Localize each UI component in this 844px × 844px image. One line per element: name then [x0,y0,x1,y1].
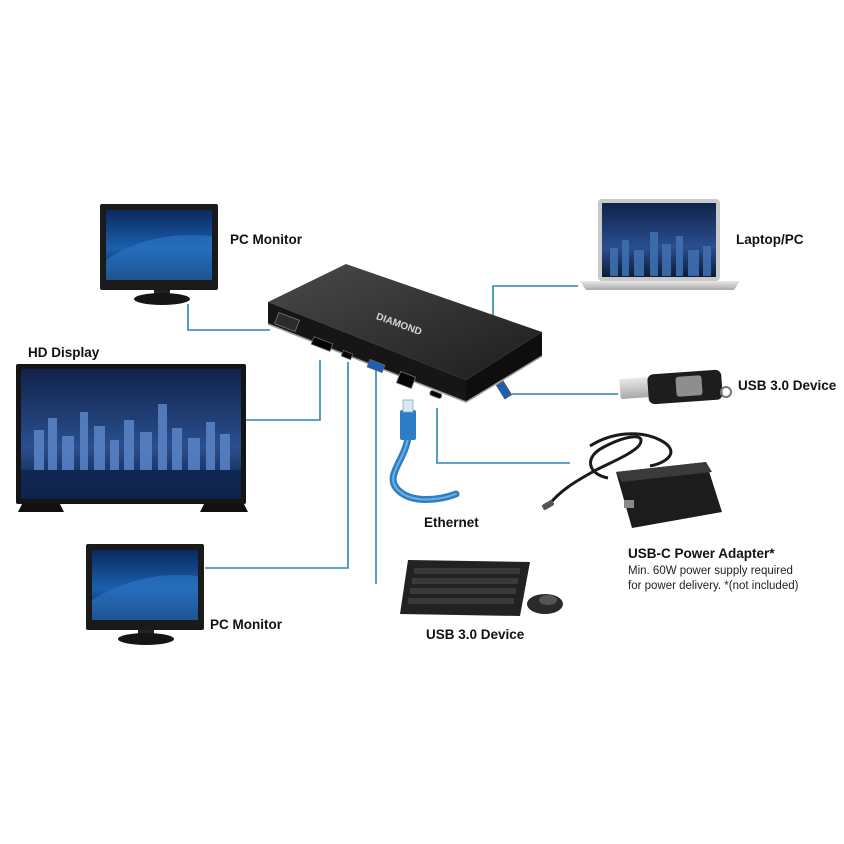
power-note-line2: for power delivery. *(not included) [628,580,799,592]
label-usb-device-right: USB 3.0 Device [738,378,837,393]
hdmi-port [310,336,334,352]
label-hd-display: HD Display [28,345,100,360]
label-power-adapter: USB-C Power Adapter* [628,546,775,561]
power-adapter-icon [542,432,722,528]
line-laptop [492,285,578,322]
tv-icon [16,364,248,512]
line-pc-monitor-bottom [205,362,349,569]
label-usb-device-bottom: USB 3.0 Device [426,627,525,642]
usbc-pd-port [429,390,443,399]
ethernet-cable-icon [389,399,460,503]
laptop-icon [580,199,740,290]
power-note-line1: Min. 60W power supply required [628,565,793,577]
docking-station-icon: DIAMOND [267,264,543,403]
monitor-icon-bottom [86,544,204,645]
mouse-icon [527,594,563,614]
usb-port-side [495,380,513,400]
label-laptop: Laptop/PC [736,232,804,247]
connector-lines [187,285,618,584]
label-ethernet: Ethernet [424,515,479,530]
line-pc-monitor-top [187,304,270,331]
monitor-icon [100,204,218,305]
usb-port-front [366,358,386,374]
ethernet-port [395,371,417,389]
usb-flash-drive-icon [619,369,732,405]
line-power [436,408,570,464]
label-pc-monitor-top: PC Monitor [230,232,302,247]
vga-port [274,311,300,333]
keyboard-icon [400,560,530,616]
label-pc-monitor-bottom: PC Monitor [210,617,282,632]
line-hd-display [246,360,321,421]
displayport-port [340,349,354,361]
